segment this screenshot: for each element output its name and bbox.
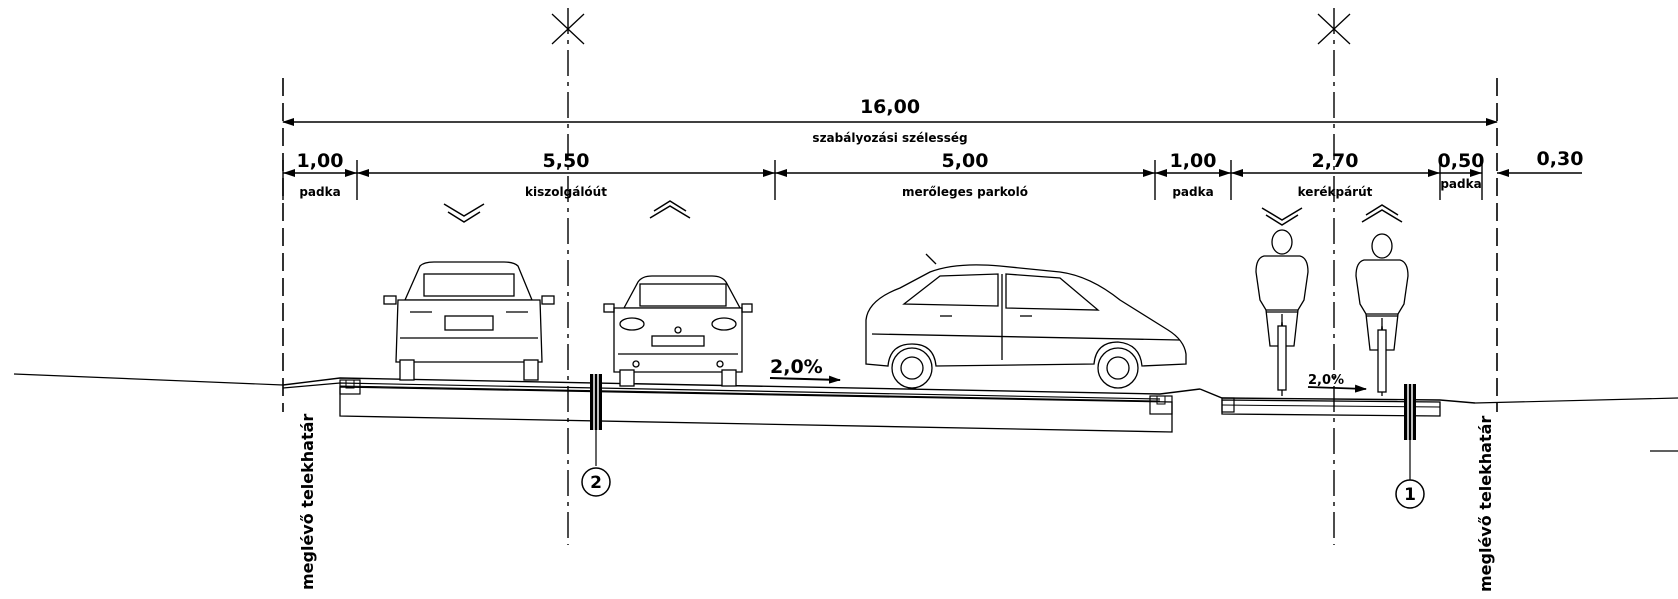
outer-dimension-value: 0,30 (1537, 148, 1584, 170)
road-slope-value: 2,0% (770, 356, 823, 378)
utility-post-right (1404, 384, 1416, 480)
direction-chevron-down-right (1261, 207, 1303, 226)
bike-slope-value: 2,0% (1308, 373, 1344, 388)
direction-chevron-down-left (443, 203, 485, 223)
marker-2-label: 2 (590, 473, 602, 493)
segment-label-kiszolgalout: kiszolgálóút (525, 185, 607, 199)
segment-label-padka-right: padka (1440, 177, 1481, 191)
cyclist-right (1355, 233, 1409, 396)
total-label: szabályozási szélesség (812, 131, 967, 145)
road-slope-indicator: 2,0% (769, 356, 841, 384)
road-structure (282, 377, 1201, 433)
segment-value-kiszolgalout: 5,50 (543, 150, 590, 172)
boundary-label-left: meglévő telekhatár (298, 414, 317, 590)
bike-slope-indicator: 2,0% (1307, 373, 1367, 393)
car-rear-view (383, 261, 555, 381)
boundary-label-right: meglévő telekhatár (1476, 416, 1495, 592)
segment-value-padka-right: 0,50 (1438, 150, 1485, 172)
segment-labels: 1,00 padka 5,50 kiszolgálóút 5,00 merőle… (297, 148, 1584, 199)
direction-chevron-up-left (649, 200, 691, 219)
segment-value-parkolo: 5,00 (942, 150, 989, 172)
total-dimension: 16,00 szabályozási szélesség (282, 96, 1498, 145)
segment-value-padka-left: 1,00 (297, 150, 344, 172)
marker-1-label: 1 (1404, 485, 1416, 505)
car-side-view (865, 253, 1187, 389)
segment-label-parkolo: merőleges parkoló (902, 185, 1028, 199)
segment-value-kerekparut: 2,70 (1312, 150, 1359, 172)
direction-chevron-up-right (1361, 204, 1403, 223)
car-front-view (603, 275, 753, 387)
segment-label-padka-left: padka (299, 185, 340, 199)
segment-label-kerekparut: kerékpárút (1298, 185, 1373, 199)
segment-label-padka-mid: padka (1172, 185, 1213, 199)
utility-post-left (590, 374, 602, 466)
marker-2: 2 (581, 467, 611, 497)
cyclist-left (1255, 229, 1309, 396)
marker-1: 1 (1395, 479, 1425, 509)
terrain (13, 373, 1678, 452)
segment-value-padka-mid: 1,00 (1170, 150, 1217, 172)
bike-path-structure (1199, 388, 1476, 417)
total-value: 16,00 (860, 96, 920, 118)
segment-dimension-line (282, 160, 1582, 200)
